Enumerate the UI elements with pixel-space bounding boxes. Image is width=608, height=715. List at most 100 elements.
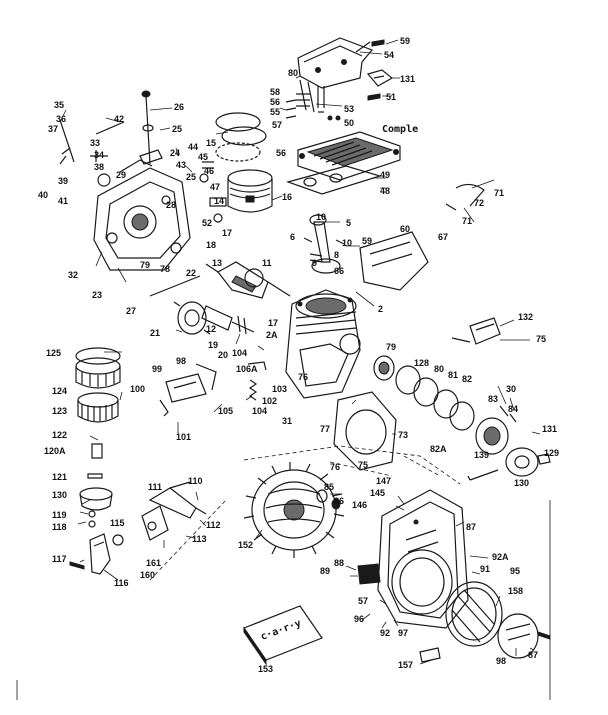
callout-121: 121 — [52, 472, 67, 482]
callout-29: 29 — [116, 170, 126, 180]
screw-59 — [371, 39, 385, 47]
callout-111: 111 — [148, 482, 162, 492]
callout-104-b: 104 — [252, 406, 267, 416]
blower-housing — [377, 489, 469, 629]
reference-line-2 — [329, 455, 441, 477]
callout-56-b: 56 — [276, 148, 286, 158]
callout-2: 2 — [378, 304, 383, 314]
bolt-139 — [467, 469, 499, 481]
piston-pin — [199, 161, 227, 223]
carb-fitting — [87, 443, 103, 479]
callout-27: 27 — [126, 306, 136, 316]
callout-9: 9 — [312, 258, 317, 268]
callout-98-a: 98 — [176, 356, 186, 366]
callout-115: 115 — [110, 518, 125, 528]
cylinder-block — [285, 289, 361, 399]
rotating-screen — [445, 581, 503, 647]
callout-112: 112 — [206, 520, 221, 530]
callout-82: 82 — [462, 374, 472, 384]
callout-125: 125 — [46, 348, 61, 358]
callout-78: 78 — [160, 264, 170, 274]
callout-88: 88 — [334, 558, 344, 568]
callout-10-b: 10 — [342, 238, 352, 248]
callout-122: 122 — [52, 430, 67, 440]
starter-cup — [505, 447, 551, 477]
callout-58: 58 — [270, 87, 280, 97]
clutch-assembly — [475, 405, 517, 455]
callout-47: 47 — [210, 182, 220, 192]
callout-49: 49 — [380, 170, 390, 180]
callout-87-b: 87 — [528, 650, 538, 660]
callout-99: 99 — [152, 364, 162, 374]
callout-86: 86 — [334, 496, 344, 506]
callout-123: 123 — [52, 406, 67, 416]
callout-146: 146 — [352, 500, 367, 510]
bracket-131 — [366, 69, 394, 87]
callout-79-b: 79 — [386, 342, 396, 352]
callout-38: 38 — [94, 162, 104, 172]
callout-24: 24 — [170, 148, 180, 158]
callout-46: 46 — [204, 166, 214, 176]
callout-15: 15 — [206, 138, 216, 148]
link-106A — [247, 361, 267, 371]
oil-fill — [139, 90, 163, 165]
callout-56-a: 56 — [270, 97, 280, 107]
callout-37: 37 — [48, 124, 58, 134]
callout-13: 13 — [212, 258, 222, 268]
fuel-bowl — [79, 487, 113, 528]
callout-100: 100 — [130, 384, 145, 394]
gear-21 — [173, 301, 211, 335]
callout-139: 139 — [474, 450, 489, 460]
callout-73: 73 — [398, 430, 408, 440]
callout-36: 36 — [56, 114, 66, 124]
callout-31: 31 — [282, 416, 292, 426]
plate-99 — [165, 373, 207, 403]
starter-gear-stack — [373, 355, 475, 431]
callout-113: 113 — [192, 534, 207, 544]
owners-manual: c·a·r·y — [243, 605, 323, 666]
callout-50: 50 — [344, 118, 354, 128]
callout-30: 30 — [506, 384, 516, 394]
callout-40: 40 — [38, 190, 48, 200]
callout-33: 33 — [90, 138, 100, 148]
callout-129: 129 — [544, 448, 559, 458]
callout-157: 157 — [398, 660, 413, 670]
callout-19: 19 — [208, 340, 218, 350]
screw-117 — [69, 561, 85, 570]
callout-103: 103 — [272, 384, 287, 394]
callout-95: 95 — [510, 566, 520, 576]
callout-54: 54 — [384, 50, 394, 60]
callout-110: 110 — [188, 476, 203, 486]
decal-89 — [357, 563, 381, 585]
callout-119: 119 — [52, 510, 67, 520]
callout-75-a: 75 — [536, 334, 546, 344]
callout-120A: 120A — [44, 446, 66, 456]
callout-32: 32 — [68, 270, 78, 280]
callout-41: 41 — [58, 196, 68, 206]
callout-43: 43 — [176, 160, 186, 170]
callout-105: 105 — [218, 406, 233, 416]
callout-92A: 92A — [492, 552, 509, 562]
callout-17-a: 17 — [222, 228, 232, 238]
callout-25-b: 25 — [186, 172, 196, 182]
air-filter — [75, 347, 121, 423]
callout-11: 11 — [262, 258, 272, 268]
callout-71-b: 71 — [462, 216, 472, 226]
head-gasket — [285, 165, 383, 195]
throttle-link — [445, 183, 485, 211]
connecting-rod — [303, 214, 345, 274]
callout-60: 60 — [400, 224, 410, 234]
callout-124: 124 — [52, 386, 67, 396]
callout-161: 161 — [146, 558, 161, 568]
part-drawings: c·a·r·y — [16, 37, 551, 700]
callout-26: 26 — [174, 102, 184, 112]
callout-10-a: 10 — [316, 212, 326, 222]
callout-98-b: 98 — [496, 656, 506, 666]
governor-linkage — [59, 119, 125, 187]
crankcase-cover — [93, 159, 191, 271]
governor-lever — [141, 481, 207, 541]
baffle-73 — [333, 391, 397, 471]
callout-147: 147 — [376, 476, 391, 486]
callout-23: 23 — [92, 290, 102, 300]
